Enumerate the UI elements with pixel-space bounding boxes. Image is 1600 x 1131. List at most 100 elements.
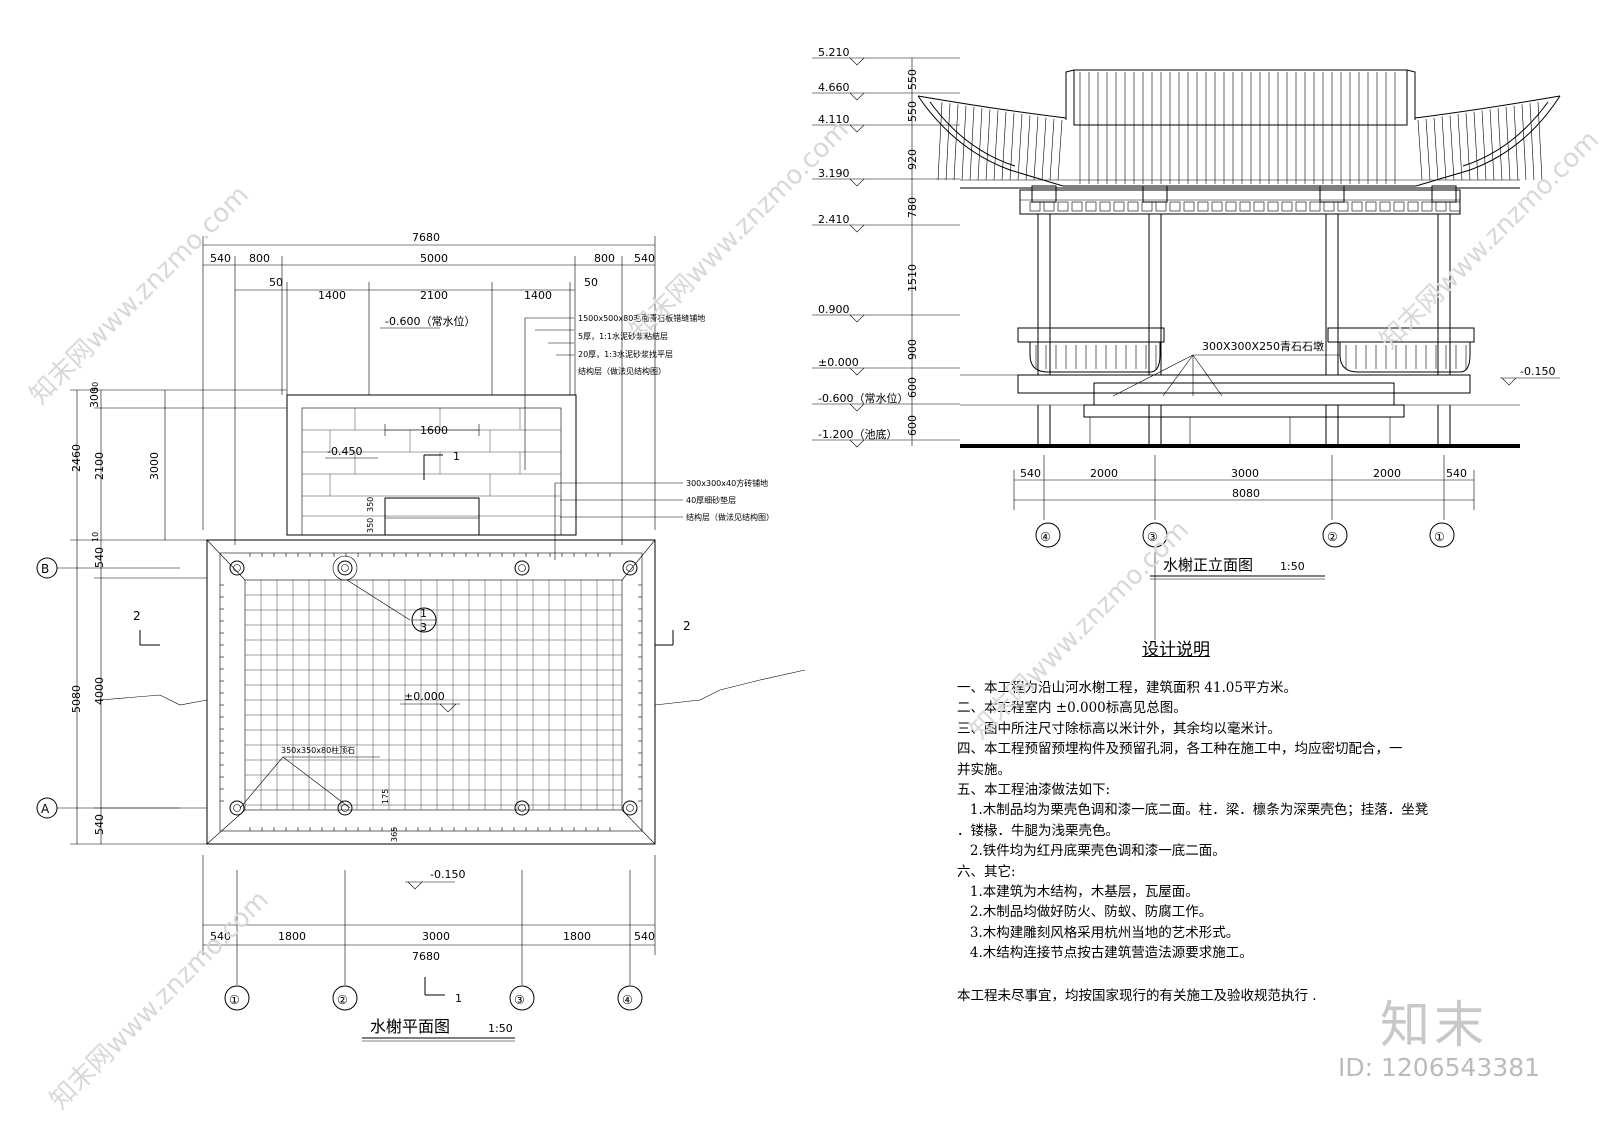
note-line: 并实施。 [957,761,1011,778]
dim-top-r2-0: 50 [269,276,283,289]
note-line: 二、本工程室内 ±0.000标高见总图。 [957,700,1187,717]
dim-top-r2-4: 50 [584,276,598,289]
plan-view: 7680 540 800 5000 800 540 50 1400 2100 1… [36,231,806,1042]
dim-left-inner-0: 3000 [148,452,161,480]
dim-left-mid-4: 540 [93,547,106,568]
dim-left-mid-3: 10 [91,532,100,542]
level-outside-plan: -0.150 [430,868,465,881]
dim-left-mid-6: 540 [93,814,106,835]
elev-overall: 8080 [1232,487,1260,500]
base-note: 300X300X250青石石墩 [1202,339,1324,353]
stair-finish-0: 1500x500x80毛面青石板错缝铺地 [578,313,705,323]
elev-level-6: ±0.000 [818,356,859,369]
note-line: 2.铁件均为红丹底栗壳色调和漆一底二面。 [957,843,1226,860]
dim-top-r1-0: 540 [210,252,231,265]
elev-title: 水榭正立面图 [1163,556,1253,574]
dim-top-r2-1: 1400 [318,289,346,302]
dim-top-r1-2: 5000 [420,252,448,265]
axis-x-1: ① [229,993,240,1007]
dim-left-mid-2: 2100 [93,452,106,480]
axis-y-b: B [41,562,49,576]
elev-level-right: -0.150 [1520,365,1555,378]
note-line: 4.木结构连接节点按古建筑营造法源要求施工。 [957,945,1253,962]
axis-x-2: ② [337,993,348,1007]
elev-vdim-3: 780 [906,197,919,218]
elev-scale: 1:50 [1280,560,1305,573]
dim-bottom-overall: 7680 [412,950,440,963]
axis-x-4: ④ [622,993,633,1007]
dim-left-outer-0: 2460 [70,444,83,472]
step-dim-b: 350 [366,518,375,533]
dim-top-r1-3: 800 [594,252,615,265]
note-line: 一、本工程为沿山河水榭工程，建筑面积 41.05平方米。 [957,680,1297,696]
columns [229,555,638,816]
step-dim-a: 350 [366,497,375,512]
elevation-view: 5.210 4.660 4.110 3.190 2.410 0.900 ±0.0… [812,46,1561,640]
elev-axis-3: ③ [1147,530,1158,544]
note-line: ．镂椽．牛腿为浅栗壳色。 [957,822,1119,839]
dim-overall-top: 7680 [412,231,440,244]
note-line: 2.木制品均做好防火、防蚁、防腐工作。 [957,904,1213,921]
dim-top-r2-3: 1400 [524,289,552,302]
stair-finish-1: 5厚，1:1水泥砂浆粘结层 [578,331,668,341]
note-line: 1.本建筑为木结构，木基层，瓦屋面。 [957,884,1199,901]
dim-bottom-2: 3000 [422,930,450,943]
elev-vdim-2: 920 [906,149,919,170]
elev-level-5: 0.900 [818,303,850,316]
section-side-right: 2 [683,619,691,633]
floor-tile-grid [245,580,622,810]
elev-vdim-1: 550 [906,101,919,122]
notes-title: 设计说明 [1142,640,1210,660]
note-line: 六、其它: [957,863,1016,880]
notes-footer: 本工程未尽事宜，均按国家现行的有关施工及验收规范执行 . [957,988,1317,1004]
axis-y-a: A [41,802,50,816]
note-line: 四、本工程预留预埋构件及预留孔洞，各工种在施工中，均应密切配合，一 [957,741,1403,758]
dim-bottom-4: 540 [634,930,655,943]
elev-vdim-0: 550 [906,69,919,90]
note-line: 三、图中所注尺寸除标高以米计外，其余均以毫米计。 [957,720,1281,737]
level-floor-plan: ±0.000 [404,690,445,703]
railing-balusters [220,553,642,831]
dim-left-mid-0: 300 [88,387,101,408]
section-mark-bottom: 1 [455,992,462,1005]
elev-vdim-6: 600 [906,377,919,398]
dim-top-r2-2: 2100 [420,289,448,302]
elev-level-1: 4.660 [818,81,850,94]
detail-mark-bottom: 3 [420,621,427,634]
elev-axis-1: ① [1434,530,1445,544]
elev-axis-2: ② [1327,530,1338,544]
post-dim-a: 175 [381,789,390,804]
elev-level-7: -0.600（常水位） [818,391,908,405]
dim-left-mid-5: 4000 [93,677,106,705]
dim-top-r1-1: 800 [249,252,270,265]
floor-finish-2: 结构层（做法见结构图） [686,512,774,522]
post-dim-b: 365 [390,827,399,842]
watermark-id: ID: 1206543381 [1338,1053,1541,1082]
elev-bdim-1: 2000 [1090,467,1118,480]
columns-elevation [1031,185,1457,446]
dim-bottom-3: 1800 [563,930,591,943]
section-side-left: 2 [133,609,141,623]
dim-top-r1-4: 540 [634,252,655,265]
watermark-brand: 知末 [1380,996,1488,1054]
level-marks: 5.210 4.660 4.110 3.190 2.410 0.900 ±0.0… [818,46,908,441]
level-water-plan: -0.600（常水位） [385,314,475,328]
plan-scale: 1:50 [488,1022,513,1035]
dim-step-width: 1600 [420,424,448,437]
elev-level-8: -1.200（池底） [818,427,897,441]
stair-finish-2: 20厚，1:3水泥砂浆找平层 [578,349,673,359]
stair-finish-3: 结构层（做法见结构图） [578,366,666,376]
dim-left-outer-1: 5080 [70,685,83,713]
elev-axis-4: ④ [1040,530,1051,544]
note-line: 五、本工程油漆做法如下: [957,782,1111,799]
axis-x-3: ③ [514,993,525,1007]
column-base-note: 350x350x80柱顶石 [281,745,355,755]
elev-bdim-4: 540 [1446,467,1467,480]
elev-level-0: 5.210 [818,46,850,59]
elev-level-2: 4.110 [818,113,850,126]
notes-list: 一、本工程为沿山河水榭工程，建筑面积 41.05平方米。 二、本工程室内 ±0.… [957,678,1428,964]
elev-vdim-7: 600 [906,415,919,436]
section-mark-top: 1 [453,450,460,463]
detail-mark-top: 1 [420,607,427,620]
level-step: -0.450 [327,445,362,458]
